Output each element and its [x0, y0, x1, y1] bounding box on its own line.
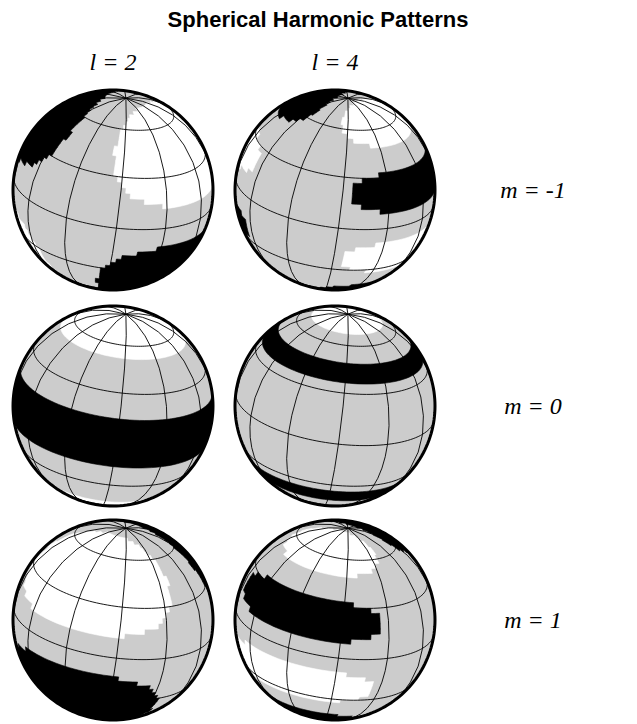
sphere-ground: [235, 306, 435, 506]
sphere-outline: [13, 520, 213, 720]
sphere-outline: [13, 306, 213, 506]
harmonic-sphere: [13, 306, 213, 506]
graticule: [235, 91, 435, 290]
sphere-outline: [235, 90, 435, 290]
sphere-outline: [13, 90, 213, 290]
sphere-outline: [235, 520, 435, 720]
graticule: [13, 91, 213, 290]
negative-region: [243, 520, 406, 720]
harmonic-sphere: [235, 520, 435, 720]
sphere-ground: [235, 90, 435, 290]
degree-label: l = 4: [312, 49, 359, 76]
graticule: [235, 307, 435, 506]
harmonic-sphere: [235, 306, 435, 506]
order-label: m = 1: [504, 607, 562, 634]
harmonic-sphere: [13, 520, 213, 720]
order-label: m = 0: [504, 393, 562, 420]
negative-region: [250, 318, 423, 500]
graticule: [235, 521, 435, 720]
sphere-outline: [235, 306, 435, 506]
positive-region: [47, 306, 185, 506]
degree-label: l = 2: [90, 49, 137, 76]
harmonic-sphere: [235, 90, 435, 290]
sphere-ground: [13, 90, 213, 290]
sphere-ground: [13, 306, 213, 506]
graticule: [13, 521, 213, 720]
sphere-ground: [235, 520, 435, 720]
graticule: [13, 307, 213, 506]
order-label: m = -1: [500, 177, 566, 204]
negative-region: [16, 520, 210, 720]
negative-region: [235, 90, 435, 290]
sphere-ground: [13, 520, 213, 720]
figure-title: Spherical Harmonic Patterns: [168, 7, 469, 33]
harmonic-sphere: [13, 90, 213, 290]
negative-region: [13, 365, 213, 468]
